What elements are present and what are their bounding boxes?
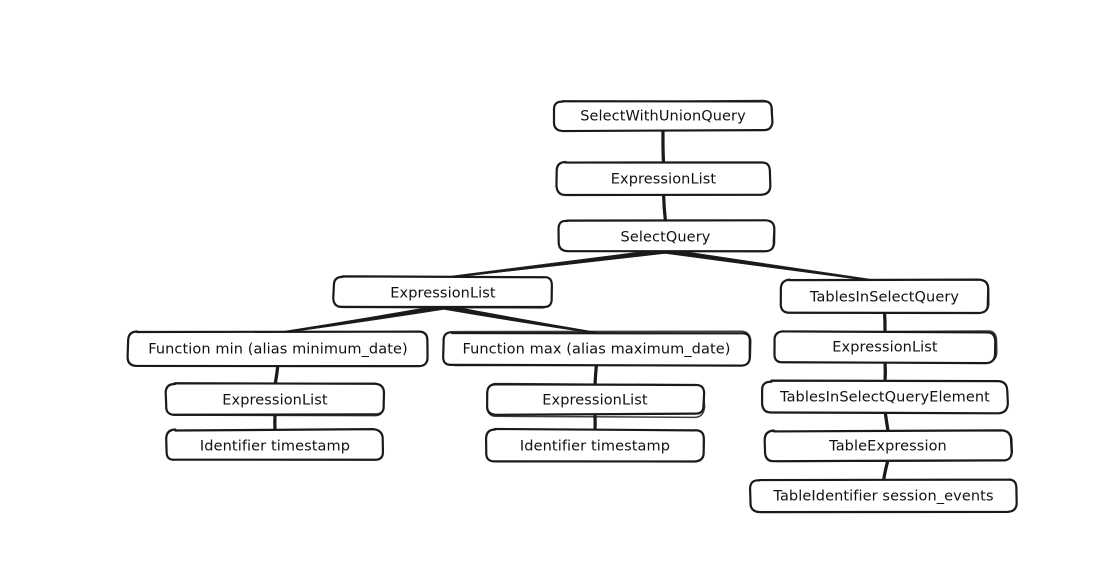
tree-edge — [593, 363, 599, 386]
node-label: TablesInSelectQuery — [809, 290, 960, 306]
node-outline — [442, 331, 751, 367]
node-label: ExpressionList — [832, 340, 938, 356]
node-outline — [332, 275, 553, 309]
tree-node[interactable]: Identifier timestamp — [484, 427, 706, 463]
tree-node[interactable]: TableExpression — [763, 429, 1014, 463]
node-label: SelectQuery — [621, 230, 711, 246]
tree-node[interactable]: SelectWithUnionQuery — [552, 99, 774, 133]
node-label: ExpressionList — [390, 286, 496, 302]
edges-layer — [273, 129, 890, 482]
node-outline — [555, 160, 772, 197]
tree-edge — [273, 413, 277, 432]
tree-node[interactable]: Function min (alias minimum_date) — [126, 330, 429, 368]
node-label: TableExpression — [828, 439, 947, 455]
node-outline — [779, 278, 990, 315]
tree-edge — [882, 310, 887, 333]
node-outline — [748, 478, 1018, 514]
tree-node[interactable]: Function max (alias maximum_date) — [442, 330, 752, 367]
node-outline — [760, 379, 1009, 415]
tree-node[interactable]: ExpressionList — [164, 382, 386, 417]
node-label: ExpressionList — [542, 393, 648, 409]
tree-edge — [277, 304, 445, 334]
tree-node[interactable]: TablesInSelectQueryElement — [760, 379, 1009, 415]
tree-edge — [664, 248, 885, 283]
tree-edge — [441, 248, 667, 279]
node-label: ExpressionList — [222, 393, 328, 409]
tree-node[interactable]: SelectQuery — [557, 219, 776, 253]
node-outline — [486, 383, 706, 416]
tree-edge — [883, 360, 887, 383]
node-label: SelectWithUnionQuery — [580, 109, 746, 125]
tree-node[interactable]: ExpressionList — [773, 330, 998, 365]
tree-node[interactable]: ExpressionList — [486, 382, 706, 419]
node-label: Function max (alias maximum_date) — [462, 342, 730, 358]
tree-node[interactable]: TableIdentifier session_events — [748, 478, 1018, 514]
tree-node[interactable]: Identifier timestamp — [165, 428, 385, 461]
node-label: Identifier timestamp — [200, 439, 350, 455]
nodes-layer: SelectWithUnionQueryExpressionListSelect… — [126, 99, 1018, 514]
node-outline — [164, 382, 386, 416]
tree-edge — [443, 304, 598, 334]
node-outline — [552, 100, 774, 133]
tree-node[interactable]: ExpressionList — [332, 275, 553, 309]
node-outline — [126, 330, 429, 368]
node-label: TableIdentifier session_events — [772, 489, 993, 505]
node-outline — [773, 330, 997, 365]
tree-edge — [881, 459, 890, 482]
node-label: Function min (alias minimum_date) — [148, 342, 408, 358]
node-outline — [165, 428, 385, 461]
tree-edge — [661, 129, 666, 165]
node-label: ExpressionList — [611, 172, 717, 188]
node-outline — [763, 429, 1013, 463]
node-outline — [484, 427, 705, 463]
tree-node[interactable]: ExpressionList — [555, 160, 772, 197]
tree-edge — [661, 192, 668, 223]
node-label: Identifier timestamp — [520, 439, 670, 455]
tree-node[interactable]: TablesInSelectQuery — [779, 278, 990, 315]
node-label: TablesInSelectQueryElement — [779, 390, 990, 406]
node-outline — [557, 219, 776, 253]
